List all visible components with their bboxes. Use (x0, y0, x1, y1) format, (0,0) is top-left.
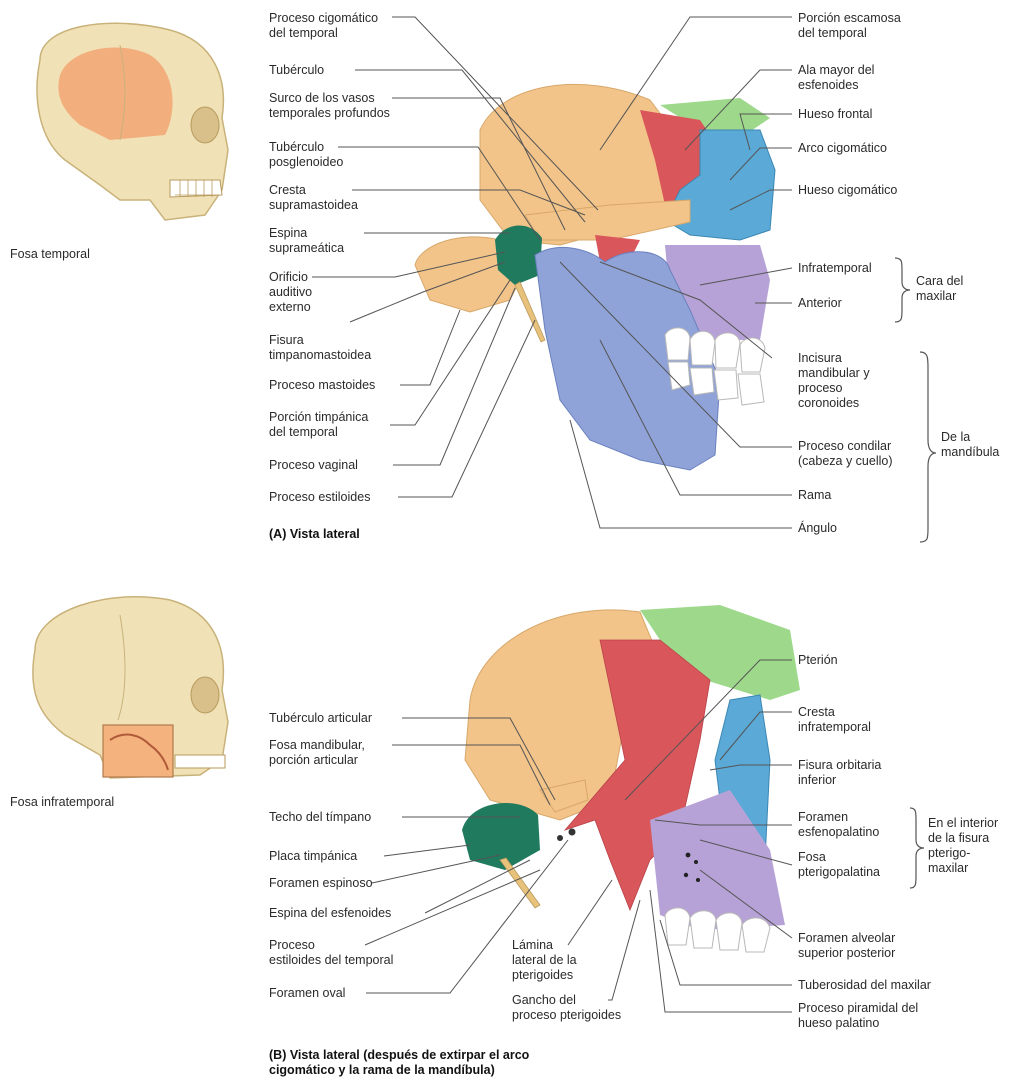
label-foramen-espinoso: Foramen espinoso (269, 876, 373, 891)
label-proceso-mastoides: Proceso mastoides (269, 378, 375, 393)
label-arco-cigomatico: Arco cigomático (798, 141, 887, 156)
label-techo-timpano: Techo del tímpano (269, 810, 371, 825)
label-foramen-esfenopalatino: Foramen esfenopalatino (798, 810, 879, 840)
label-infratemporal: Infratemporal (798, 261, 872, 276)
label-cresta-supramastoidea: Cresta supramastoidea (269, 183, 358, 213)
label-de-la-mandibula: De la mandíbula (941, 430, 999, 460)
group-braces (895, 258, 936, 888)
skull-thumbnail-infratemporal (33, 597, 228, 778)
label-porcion-timpanica: Porción timpánica del temporal (269, 410, 368, 440)
thumbnail-caption-temporal: Fosa temporal (10, 247, 90, 262)
label-placa-timpanica: Placa timpánica (269, 849, 357, 864)
label-tuberculo: Tubérculo (269, 63, 324, 78)
label-fisura-orbitaria: Fisura orbitaria inferior (798, 758, 881, 788)
label-hueso-frontal: Hueso frontal (798, 107, 872, 122)
label-porcion-escamosa: Porción escamosa del temporal (798, 11, 901, 41)
label-orificio-auditivo: Orificio auditivo externo (269, 270, 312, 315)
label-gancho-proceso: Gancho del proceso pterigoides (512, 993, 621, 1023)
label-pterion: Pterión (798, 653, 838, 668)
label-espina-suprameatica: Espina suprameática (269, 226, 344, 256)
label-hueso-cigomatico: Hueso cigomático (798, 183, 897, 198)
panel-b-caption: (B) Vista lateral (después de extirpar e… (269, 1048, 529, 1078)
panel-a-caption: (A) Vista lateral (269, 527, 360, 542)
label-cresta-infratemporal: Cresta infratemporal (798, 705, 871, 735)
label-lamina-lateral: Lámina lateral de la pterigoides (512, 938, 577, 983)
label-tuberosidad-maxilar: Tuberosidad del maxilar (798, 978, 931, 993)
thumbnail-caption-infratemporal: Fosa infratemporal (10, 795, 114, 810)
label-cara-del-maxilar: Cara del maxilar (916, 274, 963, 304)
label-fisura-timpanomastoidea: Fisura timpanomastoidea (269, 333, 371, 363)
label-proceso-estiloides: Proceso estiloides (269, 490, 370, 505)
label-surco-vasos: Surco de los vasos temporales profundos (269, 91, 390, 121)
label-proceso-vaginal: Proceso vaginal (269, 458, 358, 473)
label-ala-mayor: Ala mayor del esfenoides (798, 63, 874, 93)
label-fosa-mandibular: Fosa mandibular, porción articular (269, 738, 365, 768)
label-proceso-cigomatico: Proceso cigomático del temporal (269, 11, 378, 41)
label-incisura-mandibular: Incisura mandibular y proceso coronoides (798, 351, 870, 411)
panel-a-illustration (415, 84, 775, 470)
label-espina-esfenoides: Espina del esfenoides (269, 906, 391, 921)
label-fisura-pterigomaxilar: En el interior de la fisura pterigo- max… (928, 816, 998, 876)
skull-thumbnail-temporal (37, 23, 228, 220)
label-angulo: Ángulo (798, 521, 837, 536)
label-rama: Rama (798, 488, 831, 503)
label-tuberculo-articular: Tubérculo articular (269, 711, 372, 726)
label-proceso-condilar: Proceso condilar (cabeza y cuello) (798, 439, 893, 469)
label-proceso-estiloides-temporal: Proceso estiloides del temporal (269, 938, 393, 968)
label-foramen-alveolar: Foramen alveolar superior posterior (798, 931, 895, 961)
label-tuberculo-posglenoideo: Tubérculo posglenoideo (269, 140, 343, 170)
label-foramen-oval: Foramen oval (269, 986, 345, 1001)
label-fosa-pterigopalatina: Fosa pterigopalatina (798, 850, 880, 880)
label-anterior: Anterior (798, 296, 842, 311)
panel-b-illustration (462, 605, 800, 952)
label-proceso-piramidal: Proceso piramidal del hueso palatino (798, 1001, 918, 1031)
